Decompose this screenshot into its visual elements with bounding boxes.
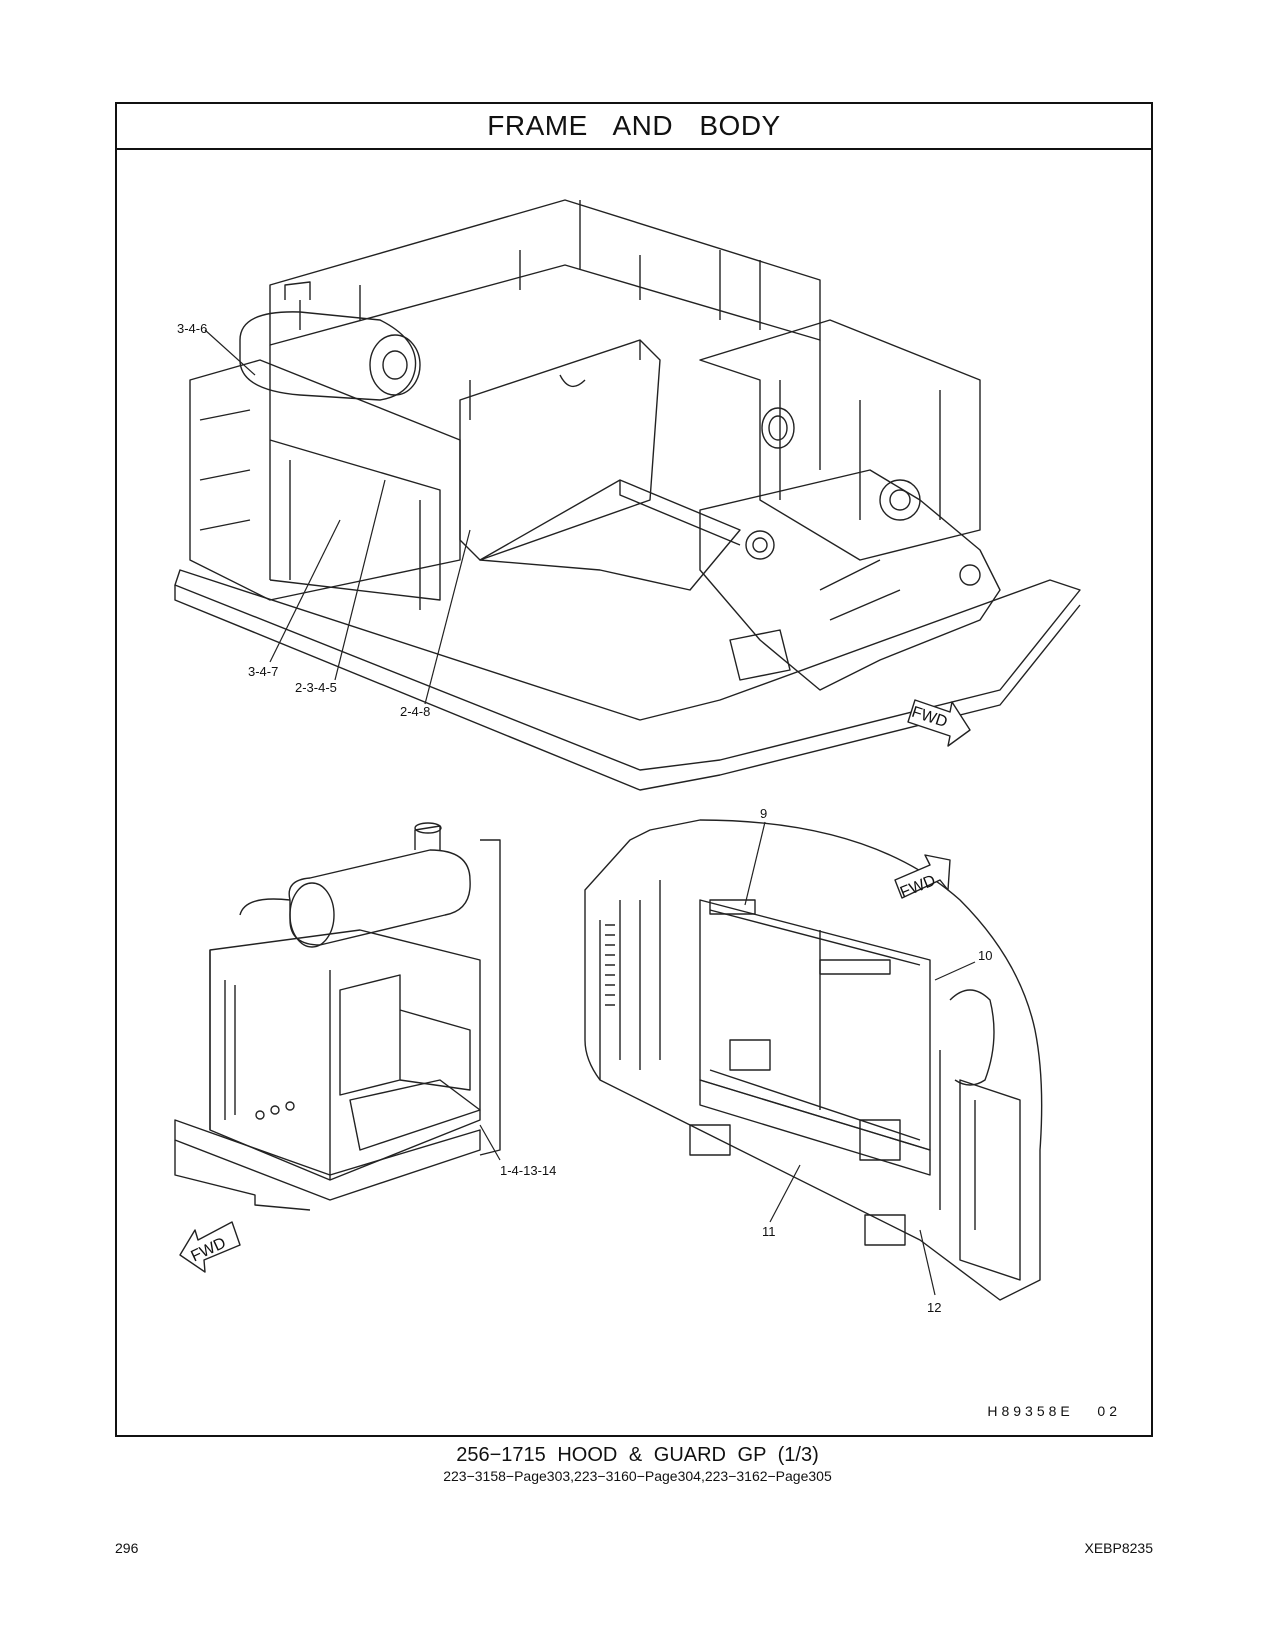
leader-3-4-6 xyxy=(204,329,256,376)
drawing-id: H89358E 02 xyxy=(987,1403,1121,1419)
leader-2-3-4-5 xyxy=(334,479,386,681)
rear-guard-drawing xyxy=(584,819,1043,1301)
leader-12 xyxy=(919,1229,936,1296)
leader-2-4-8 xyxy=(424,529,471,705)
fwd-arrow-icon xyxy=(894,854,951,899)
section-title: FRAME AND BODY xyxy=(487,110,781,141)
callout-12: 12 xyxy=(927,1300,941,1315)
illustration-frame: FRAME AND BODY H89358E 02 xyxy=(115,102,1153,1437)
fwd-arrow-icon xyxy=(907,699,971,747)
leader-3-4-7 xyxy=(269,519,341,663)
leader-10 xyxy=(934,961,976,981)
callout-leaders xyxy=(204,329,976,1296)
document-code: XEBP8235 xyxy=(1084,1540,1154,1556)
callout-9: 9 xyxy=(760,806,767,821)
group-title: 256−1715 HOOD & GUARD GP (1/3) xyxy=(456,1444,819,1466)
callout-10: 10 xyxy=(978,948,992,963)
leader-9 xyxy=(744,821,766,906)
leader-1-4-13-14 xyxy=(479,1124,501,1161)
callout-3-4-6: 3-4-6 xyxy=(177,321,207,336)
callout-1-4-13-14: 1-4-13-14 xyxy=(500,1163,556,1178)
page-number: 296 xyxy=(115,1540,139,1556)
main-frame-drawing xyxy=(174,199,1081,791)
callout-2-4-8: 2-4-8 xyxy=(400,704,430,719)
callout-3-4-7: 3-4-7 xyxy=(248,664,278,679)
fwd-arrow-icon xyxy=(179,1221,241,1273)
left-guard-drawing xyxy=(174,822,501,1211)
callout-2-3-4-5: 2-3-4-5 xyxy=(295,680,337,695)
leader-11 xyxy=(769,1164,801,1223)
section-title-bar: FRAME AND BODY xyxy=(117,104,1151,150)
callout-11: 11 xyxy=(762,1224,776,1239)
group-page-references: 223−3158−Page303,223−3160−Page304,223−31… xyxy=(443,1468,832,1484)
